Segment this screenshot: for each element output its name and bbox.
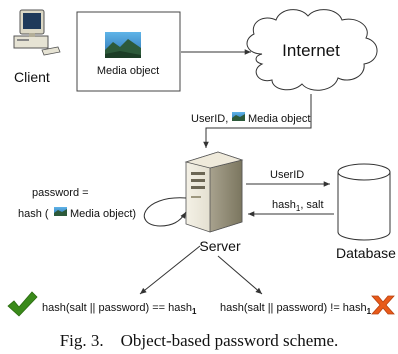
cross-mark-icon (371, 295, 395, 315)
landscape-image-icon (232, 112, 245, 121)
result-bad-text: hash(salt || password) != hash (220, 302, 367, 314)
internet-cloud (246, 9, 378, 91)
landscape-image-icon (54, 207, 67, 216)
arrow-server-to-bad (217, 255, 263, 295)
hash-salt-label: hash1, salt (272, 199, 324, 213)
userid-db-label: UserID (270, 169, 304, 181)
internet-label: Internet (282, 41, 340, 60)
result-ok-sub: 1 (192, 307, 197, 316)
userid-media-label-a: UserID, (191, 113, 228, 125)
landscape-image-icon (105, 32, 141, 58)
arrow-internet-to-server (203, 94, 312, 148)
userid-media-label-b: Media object (248, 113, 310, 125)
server-tower-icon (184, 151, 244, 233)
result-ok-label: hash(salt || password) == hash1 (42, 302, 197, 316)
result-bad-sub: 1 (367, 307, 372, 316)
figure-caption: Fig. 3. Object-based password scheme. (60, 331, 339, 350)
arrow-server-to-ok (139, 245, 201, 295)
server-label: Server (199, 238, 241, 254)
hash-open-label: hash ( (18, 208, 49, 220)
check-mark-icon (7, 291, 38, 317)
hash-salt-a: hash (272, 199, 296, 211)
database-cylinder-icon (337, 163, 391, 241)
hash-close-label: Media object) (70, 208, 136, 220)
database-label: Database (336, 245, 396, 261)
result-bad-label: hash(salt || password) != hash1 (220, 302, 372, 316)
hash-salt-sub: 1 (296, 204, 301, 213)
hash-salt-b: , salt (300, 199, 323, 211)
client-label: Client (14, 69, 50, 85)
media-object-label: Media object (97, 65, 159, 77)
password-label: password = (32, 187, 89, 199)
arrow-server-self-loop (143, 197, 187, 227)
result-ok-text: hash(salt || password) == hash (42, 302, 192, 314)
desktop-computer-icon (13, 9, 61, 56)
